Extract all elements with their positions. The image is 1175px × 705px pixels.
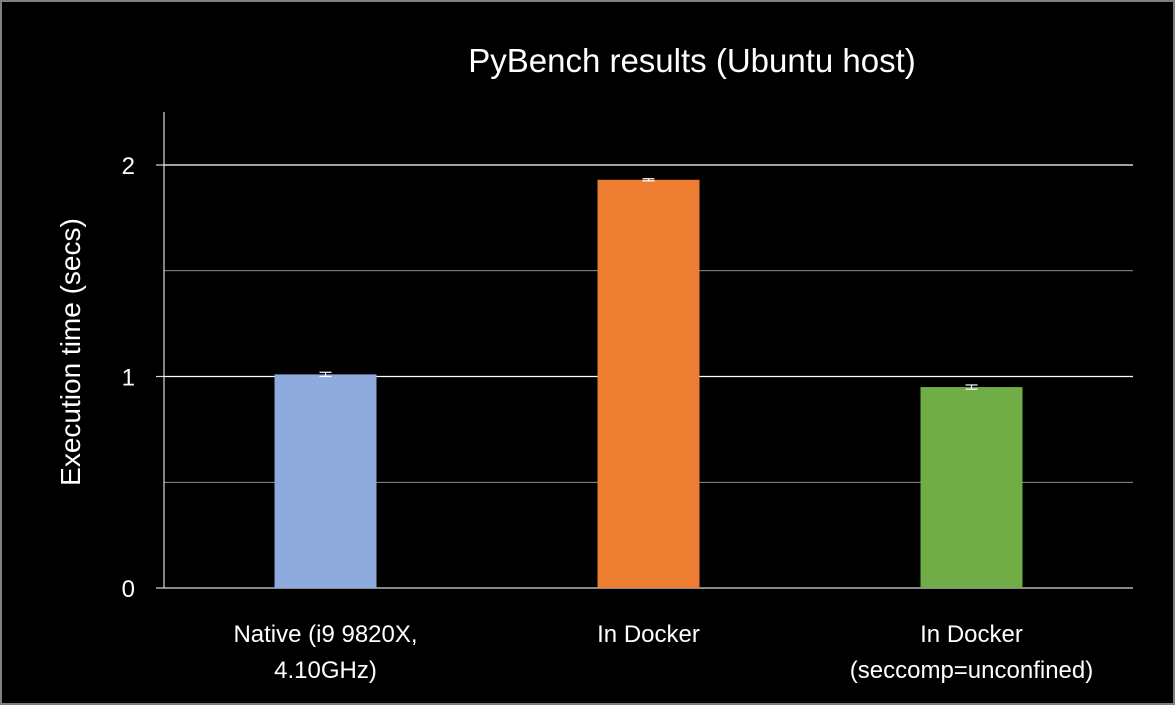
bars xyxy=(274,178,1023,588)
chart-title: PyBench results (Ubuntu host) xyxy=(468,42,916,79)
bar xyxy=(597,179,700,588)
y-tick-labels: 0 1 2 xyxy=(122,153,135,603)
y-tick-label: 2 xyxy=(122,153,135,180)
y-tick-label: 1 xyxy=(122,365,135,392)
category-labels: Native (i9 9820X,4.10GHz) In Docker In Doc… xyxy=(233,621,1093,684)
y-axis-title: Execution time (secs) xyxy=(55,218,86,486)
bar xyxy=(920,387,1023,588)
category-label: Native (i9 9820X,4.10GHz) xyxy=(233,621,417,684)
bar xyxy=(274,374,377,588)
category-label: In Docker(seccomp=unconfined) xyxy=(850,621,1093,684)
category-label: In Docker xyxy=(597,621,700,648)
y-tick-label: 0 xyxy=(122,576,135,603)
